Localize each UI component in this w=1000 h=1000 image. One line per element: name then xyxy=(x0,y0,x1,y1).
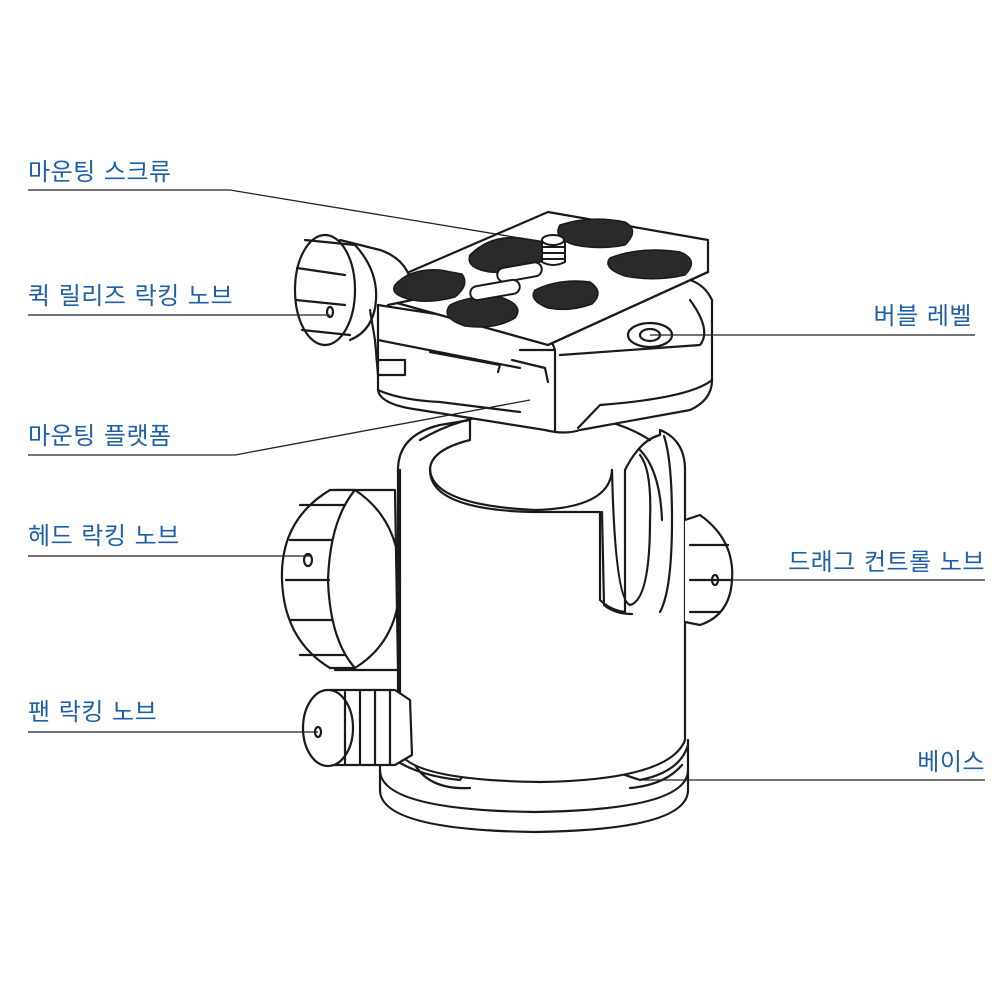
drag-control-knob-part xyxy=(683,513,734,627)
label-base: 베이스 xyxy=(917,748,985,776)
plate-slots xyxy=(469,261,543,302)
label-pan-locking-knob: 팬 락킹 노브 xyxy=(28,698,158,726)
label-head-locking-knob: 헤드 락킹 노브 xyxy=(28,522,180,550)
label-drag-control-knob: 드래그 컨트롤 노브 xyxy=(788,548,985,576)
leader-lines xyxy=(28,189,985,781)
main-housing xyxy=(396,418,687,784)
label-quick-release-knob: 퀵 릴리즈 락킹 노브 xyxy=(28,282,234,310)
head-locking-knob-part xyxy=(280,488,402,672)
mounting-screw-part xyxy=(541,234,566,266)
leader-mounting-platform xyxy=(28,399,531,456)
leader-mounting-screw xyxy=(28,189,521,239)
label-mounting-screw: 마운팅 스크류 xyxy=(28,158,172,186)
label-mounting-platform: 마운팅 플랫폼 xyxy=(28,422,172,450)
pan-locking-knob-part xyxy=(301,688,414,768)
quick-release-knob-part xyxy=(293,233,414,377)
label-bubble-level: 버블 레벨 xyxy=(873,302,972,330)
